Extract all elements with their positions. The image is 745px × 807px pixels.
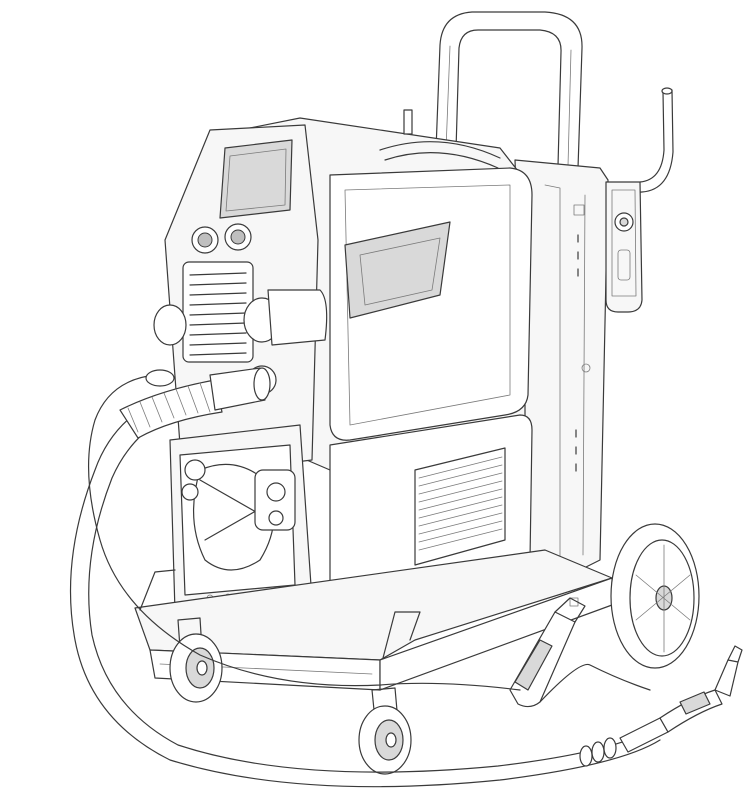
front-caster-left — [169, 617, 223, 703]
torch-holder — [605, 181, 643, 313]
cable-hook — [609, 87, 674, 195]
vent-grille — [414, 447, 506, 566]
earth-clamp-icon — [509, 597, 651, 708]
front-caster-right — [358, 687, 412, 775]
welding-torch-icon — [579, 645, 743, 767]
rear-wheel — [610, 523, 700, 669]
trolley-handle — [435, 11, 583, 169]
front-grille — [182, 261, 254, 363]
lower-front-compartment — [169, 424, 313, 613]
torch-cable — [69, 367, 661, 788]
control-display — [219, 139, 293, 219]
